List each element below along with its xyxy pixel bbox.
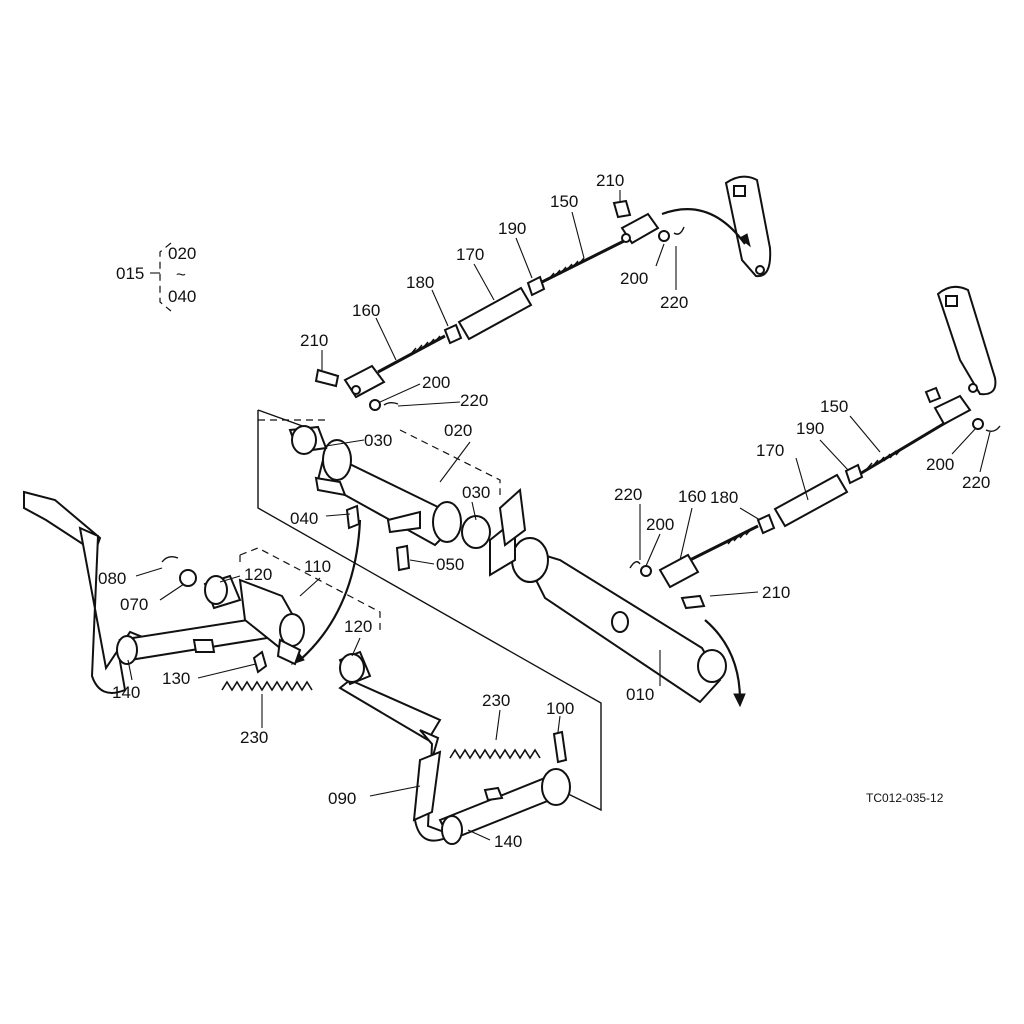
label-160-top: 160 [352, 301, 380, 320]
label-030-left: 030 [364, 431, 392, 450]
label-170-right: 170 [756, 441, 784, 460]
upper-rod-assembly [314, 175, 772, 411]
group-box-110 [239, 547, 381, 632]
label-170-top: 170 [456, 245, 484, 264]
label-160-right: 160 [678, 487, 706, 506]
label-020-range-start: 020 [168, 244, 196, 263]
label-030-right: 030 [462, 483, 490, 502]
right-rod-assembly [629, 285, 1001, 610]
label-110: 110 [304, 557, 331, 576]
label-200-right-lower: 200 [646, 515, 674, 534]
label-100: 100 [546, 699, 574, 718]
label-150-right: 150 [820, 397, 848, 416]
label-220-right: 220 [962, 473, 990, 492]
left-pedal [23, 490, 313, 694]
group-box-020 [258, 419, 501, 495]
label-210-left: 210 [300, 331, 328, 350]
label-200-left: 200 [422, 373, 450, 392]
label-180-right: 180 [710, 488, 738, 507]
label-200-right: 200 [926, 455, 954, 474]
label-015: 015 [116, 264, 144, 283]
label-020: 020 [444, 421, 472, 440]
label-190-top: 190 [498, 219, 526, 238]
label-090: 090 [328, 789, 356, 808]
label-220-top: 220 [660, 293, 688, 312]
label-040: 040 [290, 509, 318, 528]
label-210-right: 210 [762, 583, 790, 602]
label-180-top: 180 [406, 273, 434, 292]
label-140-left: 140 [112, 683, 140, 702]
drawing-code: TC012-035-12 [866, 791, 944, 805]
label-130: 130 [162, 669, 190, 688]
part-labels: 015 020 ~ 040 210 150 190 170 180 160 21… [98, 171, 990, 851]
label-230-right: 230 [482, 691, 510, 710]
group-bracket [150, 242, 172, 312]
label-040-range-end: 040 [168, 287, 196, 306]
cross-shaft [288, 425, 746, 708]
label-200-top: 200 [620, 269, 648, 288]
label-010: 010 [626, 685, 654, 704]
label-230-left: 230 [240, 728, 268, 747]
label-050: 050 [436, 555, 464, 574]
lower-pedal [338, 650, 571, 845]
label-210-top: 210 [596, 171, 624, 190]
label-190-right: 190 [796, 419, 824, 438]
assembly-outline [257, 409, 602, 812]
label-120-lower: 120 [344, 617, 372, 636]
label-120-left: 120 [244, 565, 272, 584]
leader-lines [127, 190, 991, 841]
label-150-top: 150 [550, 192, 578, 211]
label-range-separator: ~ [176, 265, 186, 284]
label-140-lower: 140 [494, 832, 522, 851]
label-220-right-lower: 220 [614, 485, 642, 504]
label-080: 080 [98, 569, 126, 588]
label-070: 070 [120, 595, 148, 614]
label-220-left: 220 [460, 391, 488, 410]
